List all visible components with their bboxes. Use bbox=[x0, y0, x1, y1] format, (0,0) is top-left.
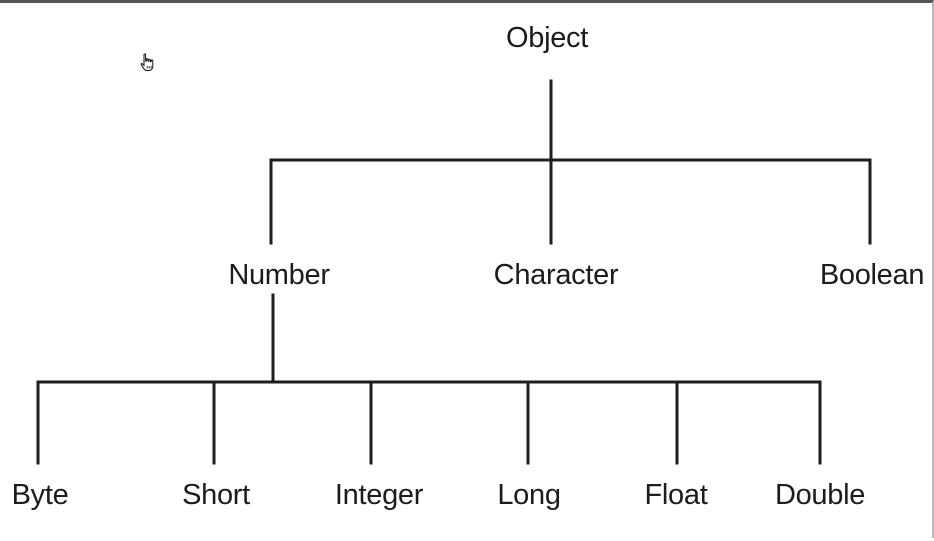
node-object: Object bbox=[506, 22, 588, 54]
node-character: Character bbox=[494, 259, 619, 291]
number-connectors bbox=[36, 293, 822, 465]
node-boolean: Boolean bbox=[820, 259, 924, 291]
node-double: Double bbox=[775, 479, 865, 511]
node-number: Number bbox=[228, 259, 330, 291]
node-byte: Byte bbox=[12, 479, 69, 511]
node-long: Long bbox=[497, 479, 560, 511]
node-integer: Integer bbox=[335, 479, 424, 511]
node-float: Float bbox=[645, 479, 708, 511]
hand-pointer-icon bbox=[140, 53, 154, 71]
class-hierarchy-tree: Object Number Character Boolean Byte Sho… bbox=[12, 22, 925, 511]
root-connectors bbox=[269, 79, 872, 245]
node-short: Short bbox=[182, 479, 250, 511]
